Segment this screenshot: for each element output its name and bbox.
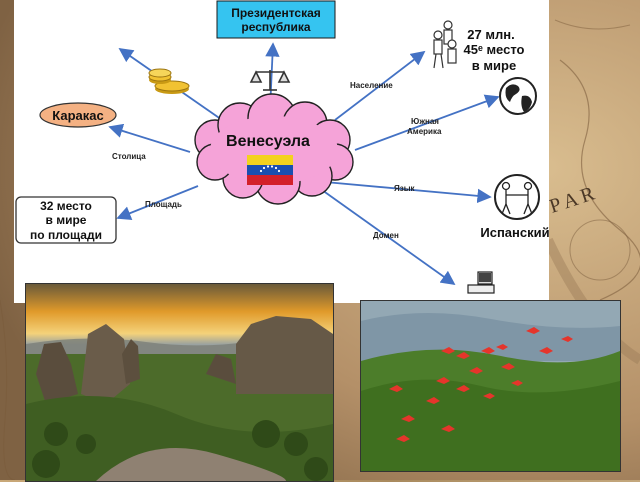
edge-label-continent-line1: Южная (411, 117, 439, 126)
area-label-line1: 32 место (40, 199, 92, 213)
population-line3: в мире (472, 58, 516, 73)
venezuela-flag (247, 155, 293, 185)
mind-map: Президентская республика Каракас 32 мест… (15, 0, 550, 294)
government-label-line1: Президентская (231, 6, 321, 20)
government-label-line2: республика (241, 20, 311, 34)
area-label-line2: в мире (46, 213, 87, 227)
population-line2: 45ᵉ место (463, 42, 524, 57)
capital-label: Каракас (52, 108, 103, 123)
arrow-capital (108, 123, 191, 153)
edge-label-capital: Столица (112, 152, 146, 161)
capital-node (39, 102, 117, 128)
edge-label-domain: Домен (373, 231, 399, 240)
edge-label-population: Население (350, 81, 393, 90)
coins-icon (148, 68, 190, 94)
arrow-area (116, 185, 199, 221)
arrows (108, 42, 500, 286)
edge-label-area: Площадь (145, 200, 182, 209)
arrow-population (334, 50, 426, 121)
center-label: Венесуэла (226, 133, 310, 150)
language-label: Испанский (480, 225, 549, 240)
government-box (216, 0, 336, 39)
edge-label-continent-line2: Америка (407, 127, 442, 136)
arrow-domain (321, 189, 456, 286)
people-icon (433, 20, 457, 69)
area-box (15, 196, 117, 244)
arrow-language (324, 181, 492, 204)
population-line1: 27 млн. (467, 27, 514, 42)
computer-icon (467, 271, 495, 294)
edge-label-language: Язык (394, 184, 416, 193)
arrow-continent (354, 94, 500, 151)
area-label-line3: по площади (30, 228, 102, 242)
scales-icon (249, 70, 291, 91)
mountains-photo (25, 283, 334, 482)
scarlet-ibis-photo (360, 300, 621, 472)
globe-icon (499, 77, 537, 115)
handshake-icon (494, 174, 540, 220)
